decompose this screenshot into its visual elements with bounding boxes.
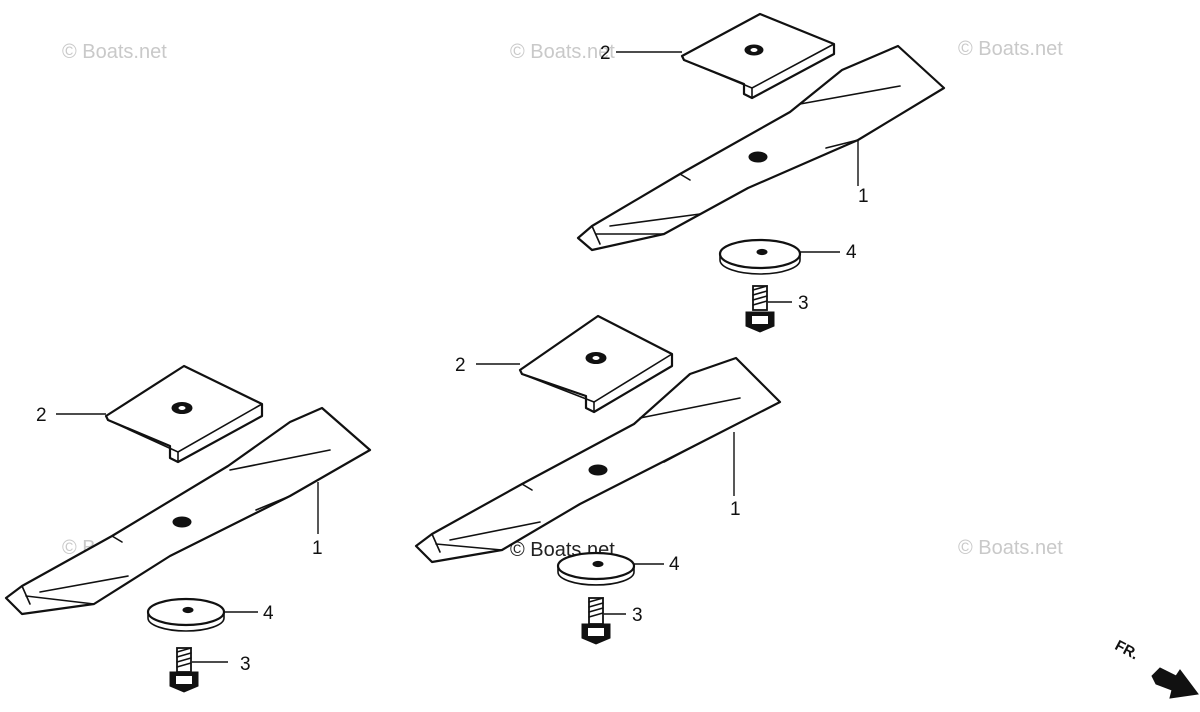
blade-bolt [581, 597, 611, 645]
front-direction-indicator: FR. [1112, 637, 1199, 699]
blade-assembly-top: 2 1 4 3 [576, 12, 946, 333]
callout-4: 4 [263, 603, 274, 624]
callout-2: 2 [36, 405, 47, 426]
blade-adapter [104, 364, 264, 464]
blade-adapter [680, 12, 836, 100]
watermark: © Boats.net [958, 537, 1063, 559]
callout-1: 1 [858, 186, 869, 207]
direction-arrow-icon [1151, 667, 1199, 699]
callout-2: 2 [455, 355, 466, 376]
callout-3: 3 [798, 293, 809, 314]
callout-2: 2 [600, 43, 611, 64]
callout-4: 4 [846, 242, 857, 263]
callout-3: 3 [632, 605, 643, 626]
callout-3: 3 [240, 654, 251, 675]
callout-4: 4 [669, 554, 680, 575]
blade-washer [146, 597, 226, 632]
callout-1: 1 [312, 538, 323, 559]
mower-blade [576, 44, 946, 252]
direction-label: FR. [1112, 637, 1141, 663]
blade-adapter [518, 314, 674, 414]
blade-washer [718, 238, 802, 275]
watermark: © Boats.net [510, 41, 615, 63]
watermark: © Boats.net [62, 41, 167, 63]
mower-blade [414, 356, 782, 564]
blade-assembly-middle: 2 1 4 3 [414, 314, 782, 645]
blade-washer [556, 551, 636, 586]
watermark: © Boats.net [958, 38, 1063, 60]
mower-blade [4, 406, 372, 616]
blade-assembly-left: 2 1 4 3 [4, 364, 372, 693]
callout-1: 1 [730, 499, 741, 520]
blade-bolt [745, 285, 775, 333]
blade-bolt [169, 647, 199, 693]
